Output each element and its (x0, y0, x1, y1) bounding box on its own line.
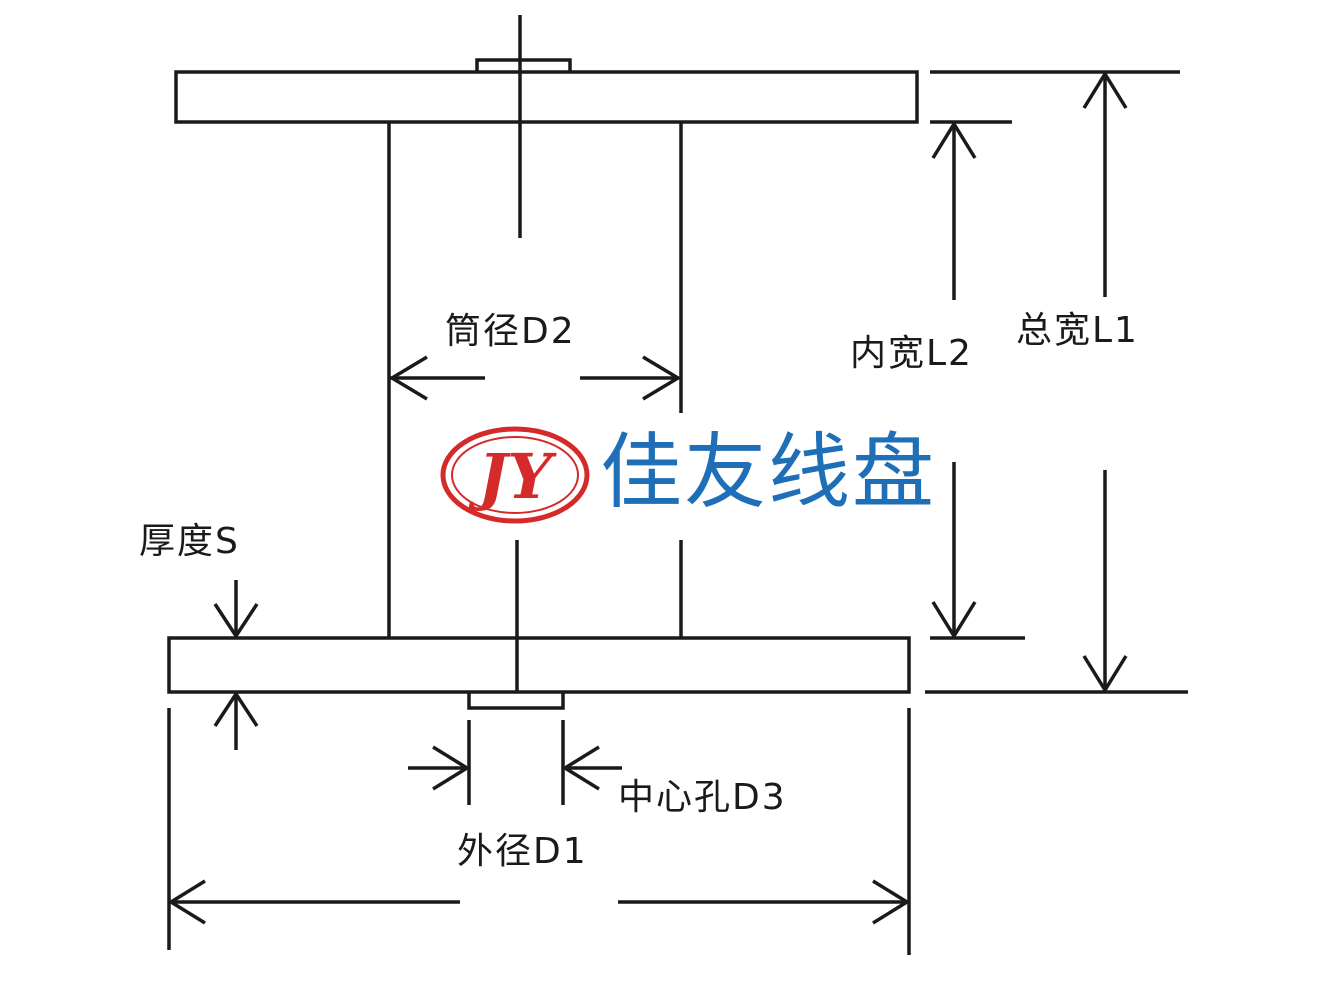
bottom-flange (167, 636, 911, 694)
top-hub-boss (475, 58, 572, 72)
label-total-width: 总宽L1 (1016, 310, 1139, 351)
l2-arrow-up-head (931, 120, 977, 159)
d2-arrow-left-head (388, 355, 428, 401)
label-center-hole: 中心孔D3 (618, 777, 787, 818)
company-logo: JY (440, 426, 590, 524)
label-outer-diameter: 外径D1 (457, 831, 588, 872)
l1-arrow-up-head (1082, 70, 1128, 109)
d3-arrow-left-head (432, 745, 471, 791)
d1-arrow-left-head (167, 879, 206, 925)
l2-arrow-down-head (931, 601, 977, 640)
d2-arrow-right-head (642, 355, 682, 401)
s-arrow-up-head (213, 690, 259, 727)
label-thickness: 厚度S (139, 521, 240, 562)
d3-arrow-right-head (561, 745, 600, 791)
bottom-hub-boss (467, 692, 565, 710)
label-tube-diameter: 筒径D2 (445, 311, 576, 352)
company-name: 佳友线盘 (600, 425, 937, 520)
logo-inner-ring (451, 436, 579, 514)
top-flange (174, 70, 919, 124)
l1-arrow-down-head (1082, 655, 1128, 694)
d1-arrow-right-head (872, 879, 911, 925)
label-inner-width: 内宽L2 (850, 333, 973, 374)
logo-monogram: JY (468, 440, 557, 513)
s-arrow-down-head (213, 603, 259, 640)
logo-outer-ring (440, 426, 590, 524)
